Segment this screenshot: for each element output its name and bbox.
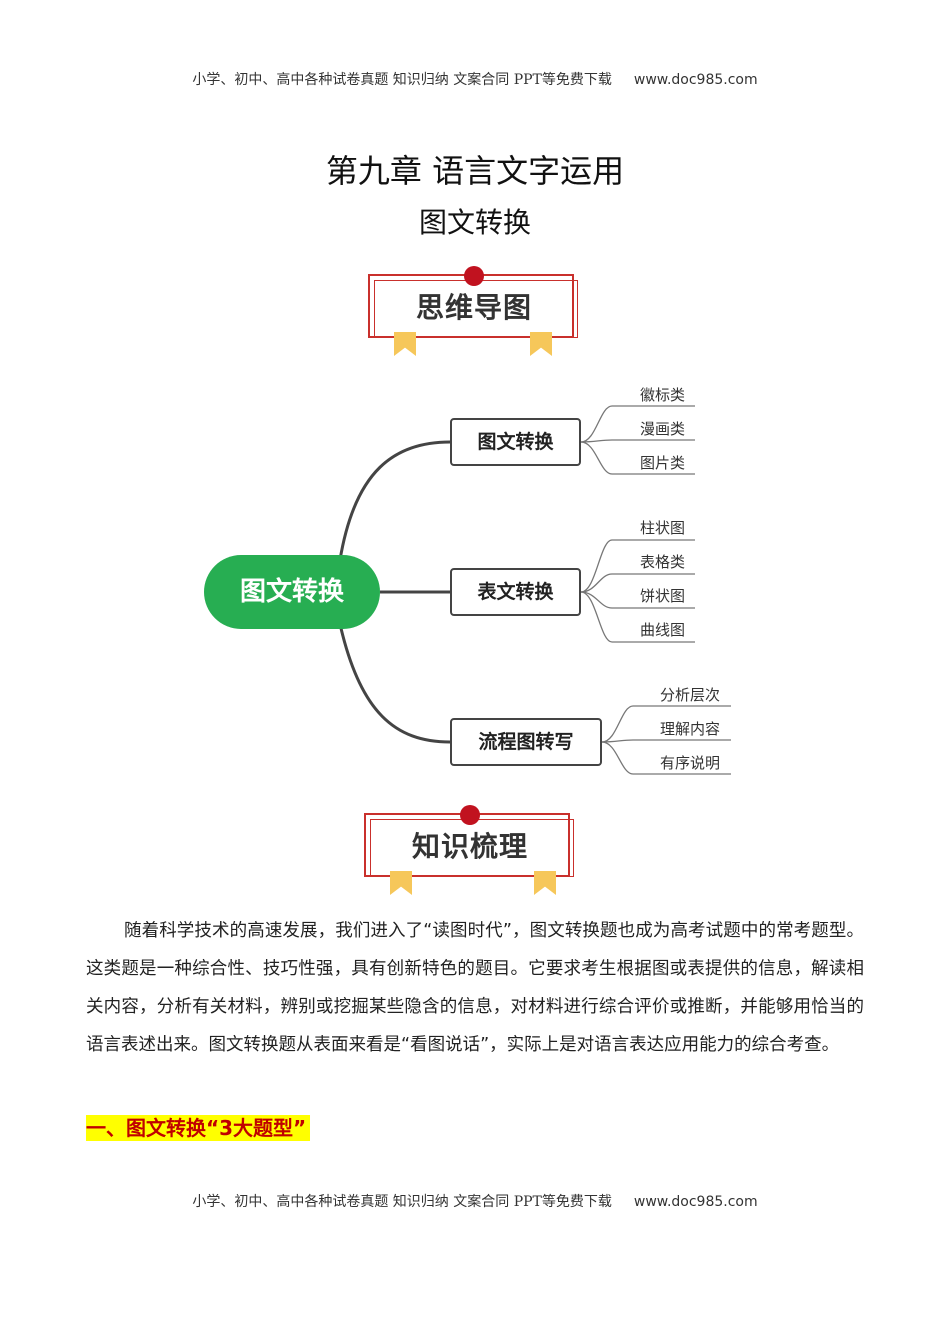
mindmap-leaf: 漫画类 <box>640 420 686 438</box>
banner-label: 思维导图 <box>415 291 532 324</box>
chapter-subtitle: 图文转换 <box>418 206 531 239</box>
mindmap-leaf: 徽标类 <box>640 386 686 404</box>
connector-leaf-2-1 <box>580 539 695 593</box>
ribbon-left-icon <box>394 332 416 356</box>
mindmap-branch-3: 流程图转写 <box>450 718 602 766</box>
ribbon-right-icon <box>534 871 556 895</box>
mindmap-leaf: 曲线图 <box>640 621 686 639</box>
connector-branch-1 <box>338 440 451 561</box>
connector-leaf-3-2 <box>601 739 731 743</box>
connector-leaf-2-4 <box>580 591 695 643</box>
mindmap-leaf: 饼状图 <box>640 587 686 605</box>
banner-dot-icon <box>464 266 484 286</box>
ribbon-right-icon <box>530 332 552 356</box>
mindmap-root: 图文转换 <box>204 555 380 629</box>
mindmap-branch-2: 表文转换 <box>450 568 581 616</box>
banner-mindmap: 思维导图 <box>368 266 580 356</box>
mindmap-branch-1: 图文转换 <box>450 418 581 466</box>
header-text: 小学、初中、高中各种试卷真题 知识归纳 文案合同 PPT等免费下载 <box>192 72 612 88</box>
connector-leaf-1-2 <box>580 439 695 443</box>
connector-leaf-2-2 <box>580 573 695 593</box>
banner-dot-icon <box>460 805 480 825</box>
banner-knowledge: 知识梳理 <box>364 805 576 895</box>
connector-branch-3 <box>338 623 451 744</box>
mindmap-leaf: 分析层次 <box>660 686 721 704</box>
page-header: 小学、初中、高中各种试卷真题 知识归纳 文案合同 PPT等免费下载 www.doc… <box>0 69 950 89</box>
mindmap-leaf: 图片类 <box>640 454 686 472</box>
mindmap-leaf: 柱状图 <box>640 519 686 537</box>
banner-label: 知识梳理 <box>411 830 528 863</box>
connector-leaf-1-1 <box>580 405 695 443</box>
connector-leaf-2-3 <box>580 591 695 609</box>
ribbon-left-icon <box>390 871 412 895</box>
section-heading: 一、图文转换“3大题型” <box>86 1115 311 1141</box>
chapter-title: 第九章 语言文字运用 <box>325 152 625 190</box>
header-site[interactable]: www.doc985.com <box>633 72 758 88</box>
mindmap-leaf: 有序说明 <box>660 754 721 772</box>
intro-paragraph: 随着科学技术的高速发展，我们进入了“读图时代”，图文转换题也成为高考试题中的常考… <box>86 921 864 1055</box>
page-footer: 小学、初中、高中各种试卷真题 知识归纳 文案合同 PPT等免费下载 www.doc… <box>0 1191 950 1211</box>
mindmap-leaf: 理解内容 <box>660 720 721 738</box>
mindmap-leaf: 表格类 <box>640 553 686 571</box>
footer-site[interactable]: www.doc985.com <box>633 1194 758 1210</box>
footer-text: 小学、初中、高中各种试卷真题 知识归纳 文案合同 PPT等免费下载 <box>192 1194 612 1210</box>
connector-leaf-1-3 <box>580 441 695 475</box>
connector-leaf-3-3 <box>601 741 731 775</box>
connector-leaf-3-1 <box>601 705 731 743</box>
